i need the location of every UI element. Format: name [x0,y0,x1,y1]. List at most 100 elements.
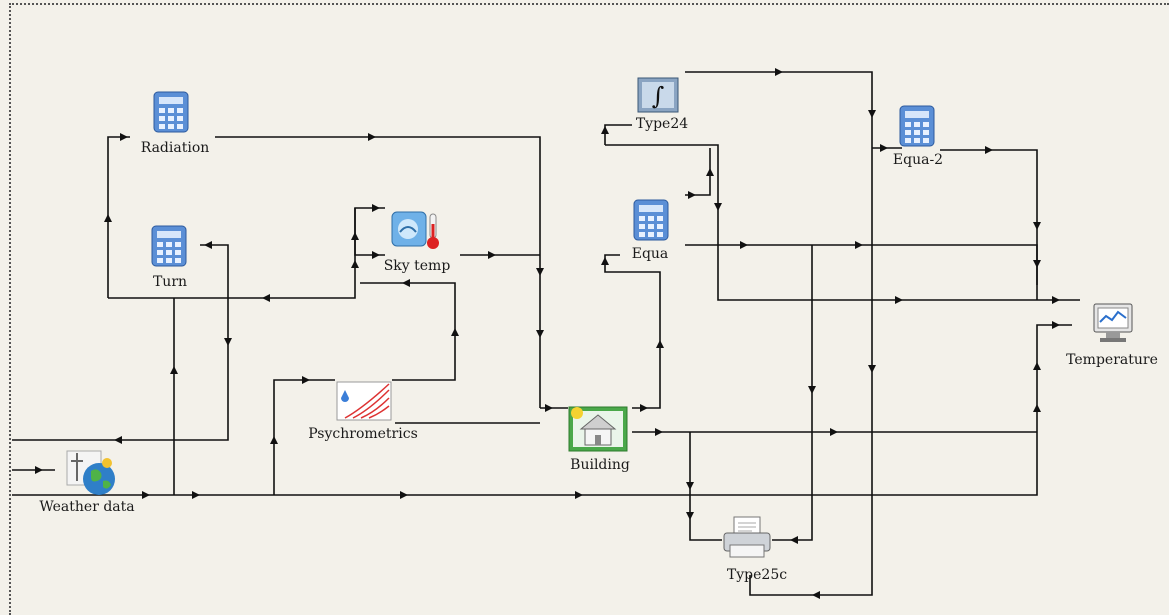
arrow-marker [372,251,380,259]
component-label: Temperature [1066,352,1158,368]
arrow-marker [545,404,553,412]
component-label: Weather data [39,499,135,515]
globe-weather-icon [66,450,115,495]
component-turn[interactable]: Turn [130,222,210,297]
arrow-marker [351,260,359,268]
arrow-marker [170,366,178,374]
calculator-icon [899,105,935,147]
arrow-marker [120,133,128,141]
link-line [215,136,541,408]
arrow-marker [1033,362,1041,370]
link-line [107,136,130,298]
arrow-marker [812,591,820,599]
arrow-marker [402,279,410,287]
component-radiation[interactable]: Radiation [130,88,220,163]
component-label: Radiation [140,140,210,156]
component-weather-data[interactable]: Weather data [25,445,150,520]
link-line [604,254,661,409]
arrow-marker [142,491,150,499]
component-temperature[interactable]: Temperature [1058,302,1168,374]
arrow-marker [714,203,722,211]
component-label: Equa [631,246,669,262]
arrow-marker [808,386,816,394]
arrow-marker [204,241,212,249]
arrow-marker [790,536,798,544]
plotter-monitor-icon [1093,303,1133,342]
arrow-marker [1033,404,1041,412]
component-psychrometrics[interactable]: Psychrometrics [295,380,435,445]
sky-thermometer-icon [391,211,439,249]
arrow-marker [400,491,408,499]
link-line [772,245,813,541]
house-icon [568,406,628,452]
arrow-marker [302,376,310,384]
integrator-icon: ∫ [637,77,679,113]
arrow-marker [1033,260,1041,268]
printer-icon [723,516,771,558]
link-line [685,71,873,596]
arrow-marker [1052,321,1060,329]
arrow-marker [372,204,380,212]
component-type25c[interactable]: Type25c [712,515,812,587]
link-line [940,149,1038,285]
arrow-marker [114,436,122,444]
link-line [360,282,456,381]
arrow-marker [706,168,714,176]
arrow-marker [575,491,583,499]
arrow-marker [104,214,112,222]
component-equa-2[interactable]: Equa-2 [880,102,960,174]
svg-text:∫: ∫ [652,82,665,110]
component-label: Psychrometrics [308,426,418,442]
arrow-marker [880,144,888,152]
component-equa[interactable]: Equa [620,196,680,268]
arrow-marker [740,241,748,249]
link-line [12,324,1072,496]
arrow-marker [224,338,232,346]
arrow-marker [451,328,459,336]
psychrometric-chart-icon [336,381,392,421]
arrow-marker [601,257,609,265]
arrow-marker [868,365,876,373]
link-line [685,148,711,196]
arrow-marker [192,491,200,499]
arrow-marker [270,436,278,444]
arrow-marker [488,251,496,259]
arrow-marker [351,232,359,240]
link-line [689,432,722,541]
arrow-marker [640,404,648,412]
component-sky-temp[interactable]: Sky temp [372,210,472,280]
arrow-marker [601,126,609,134]
calculator-icon [153,91,189,133]
arrow-marker [35,466,43,474]
arrow-marker [775,68,783,76]
arrow-marker [686,482,694,490]
component-building[interactable]: Building [555,405,645,477]
arrow-marker [656,340,664,348]
arrow-marker [262,294,270,302]
component-label: Type25c [726,567,788,583]
component-label: Equa-2 [892,152,944,168]
component-type24[interactable]: ∫ Type24 [622,74,702,136]
arrow-marker [985,146,993,154]
workspace-frame [9,3,1169,615]
arrow-marker [1033,222,1041,230]
arrow-marker [368,133,376,141]
calculator-icon [633,199,669,241]
component-label: Type24 [635,116,689,132]
arrow-marker [536,268,544,276]
arrow-marker [895,296,903,304]
component-label: Building [570,457,630,473]
link-line [273,379,335,495]
link-line [685,244,1038,300]
arrow-marker [655,428,663,436]
link-line [604,124,632,145]
arrow-marker [855,241,863,249]
component-label: Turn [152,274,188,290]
arrow-marker [688,191,696,199]
calculator-icon [151,225,187,267]
arrow-marker [868,110,876,118]
component-label: Sky temp [383,258,451,274]
arrow-marker [830,428,838,436]
arrow-marker [1052,296,1060,304]
